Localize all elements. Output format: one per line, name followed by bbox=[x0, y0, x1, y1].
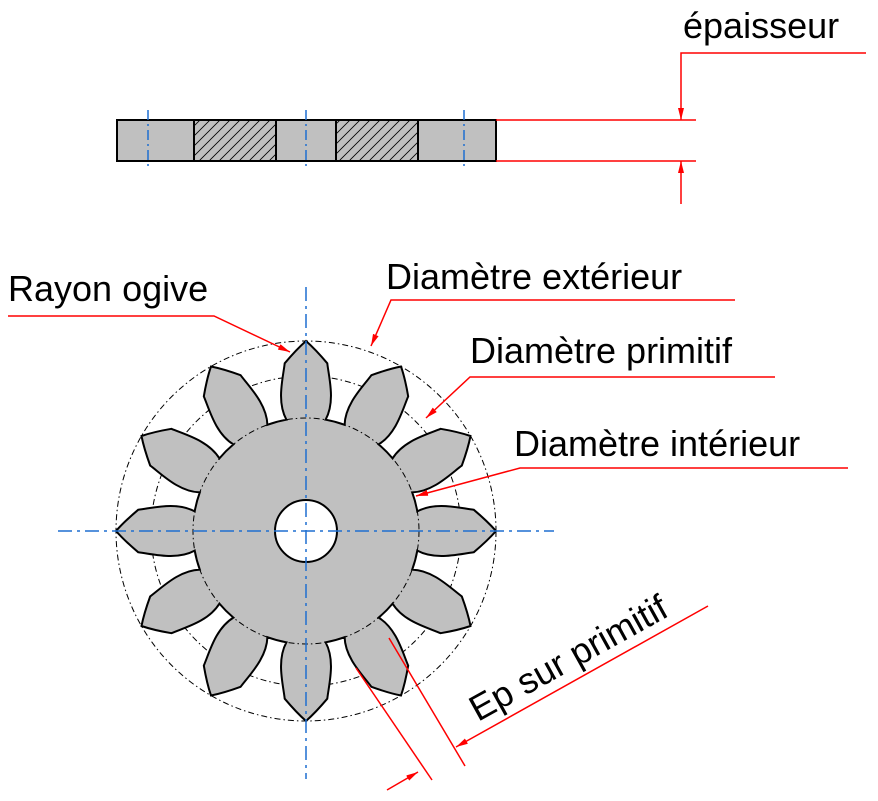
tooth-thickness-dimension bbox=[355, 605, 709, 791]
thickness-label: épaisseur bbox=[683, 5, 839, 46]
thickness-leader bbox=[678, 52, 866, 120]
front-view bbox=[58, 287, 554, 779]
hatched-section-left bbox=[193, 119, 277, 162]
tip-radius-leader bbox=[8, 315, 291, 353]
outer-diameter-label: Diamètre extérieur bbox=[386, 256, 682, 297]
tip-radius-label: Rayon ogive bbox=[8, 268, 208, 309]
inner-diameter-label: Diamètre intérieur bbox=[514, 423, 800, 464]
side-view bbox=[116, 110, 497, 170]
extension-line-1 bbox=[355, 667, 433, 781]
thickness-dimension bbox=[496, 52, 866, 204]
tooth-thickness-label: Ep sur primitif bbox=[462, 586, 675, 729]
pitch-diameter-leader bbox=[425, 376, 775, 419]
outer-diameter-leader bbox=[370, 299, 735, 347]
extension-line-2 bbox=[388, 637, 466, 767]
inner-diameter-leader bbox=[415, 467, 848, 497]
dimension-line-tail bbox=[386, 771, 419, 791]
hatched-section-right bbox=[335, 119, 419, 162]
pitch-diameter-label: Diamètre primitif bbox=[470, 330, 733, 371]
dimension-line bbox=[455, 605, 709, 748]
